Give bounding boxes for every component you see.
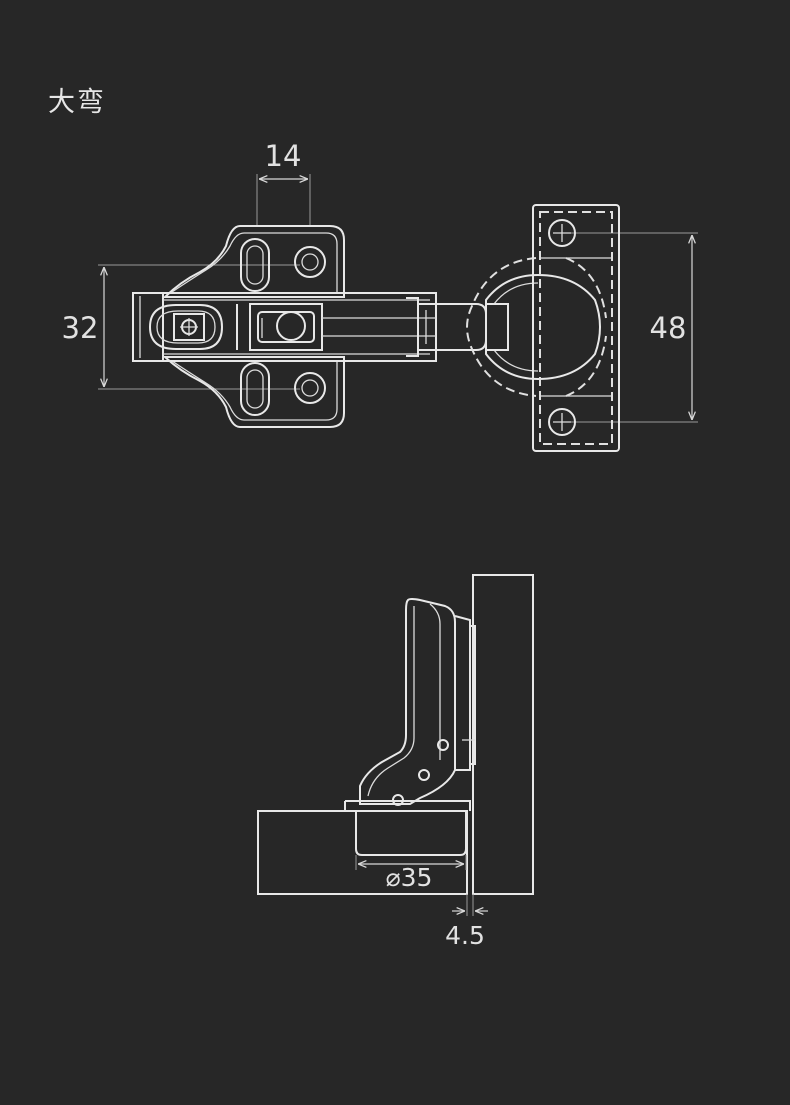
dimension-overlay: 4.5 (445, 894, 488, 950)
dimension-top-width: 14 (256, 139, 311, 226)
dimension-left-height: 32 (62, 264, 300, 390)
hinge-side-view: ⌀35 4.5 (257, 574, 534, 950)
hinge-top-view: 14 32 48 (62, 139, 698, 452)
hinge-cup-top (466, 257, 607, 397)
door-panel (257, 810, 468, 895)
hinge-arm (132, 292, 487, 362)
dimension-left-height-label: 32 (62, 311, 99, 345)
dimension-cup-diameter-label: ⌀35 (386, 863, 433, 892)
diagram-title: 大弯 (48, 87, 106, 118)
dimension-right-height: 48 (570, 232, 698, 423)
dimension-overlay-label: 4.5 (445, 921, 485, 950)
hinge-cup (355, 811, 467, 856)
dimension-top-width-label: 14 (265, 139, 302, 173)
dimension-right-height-label: 48 (650, 311, 687, 345)
hinge-arm-side (359, 598, 476, 806)
mounting-plate (162, 225, 345, 428)
cabinet-panel (472, 574, 534, 895)
dimension-cup-diameter: ⌀35 (355, 855, 467, 892)
base-plate (532, 204, 620, 452)
